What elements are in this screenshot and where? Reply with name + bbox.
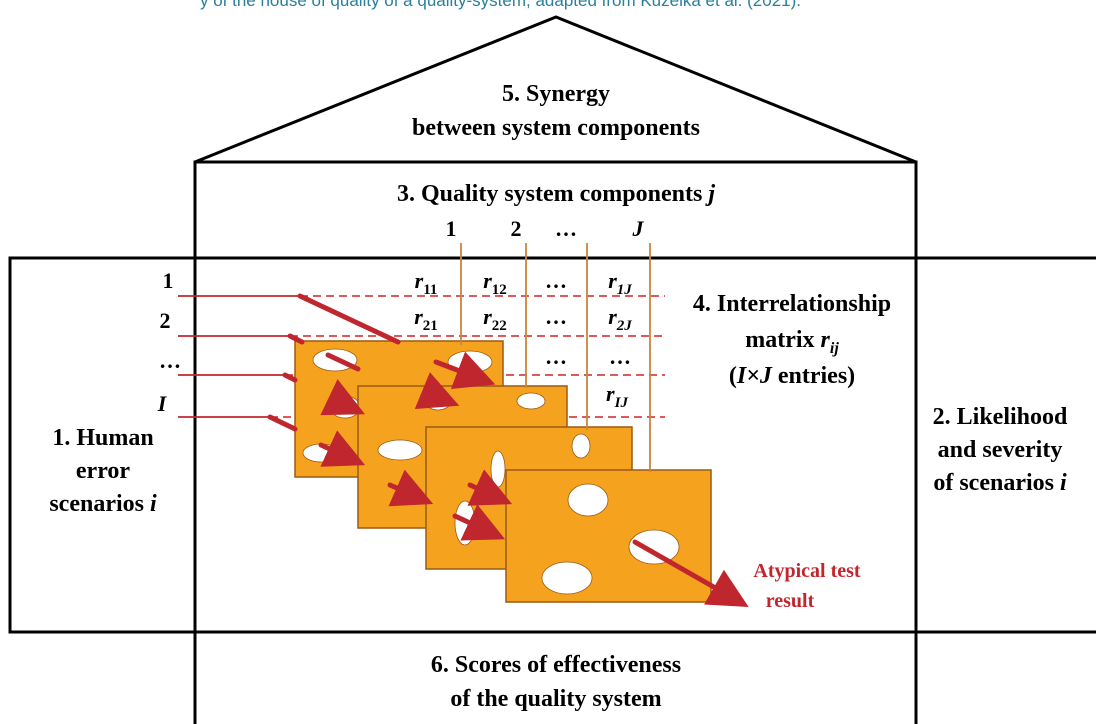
matrix-cell: r11 — [415, 268, 438, 298]
cheese-slices — [294, 340, 712, 603]
trajectory-arrow — [267, 414, 298, 432]
left-wing-line3: scenarios i — [49, 491, 157, 517]
error-trajectories — [267, 293, 749, 607]
row-label: 2 — [160, 308, 171, 333]
trajectory-arrow — [318, 430, 366, 467]
right-wing-line1: 2. Likelihood — [933, 404, 1068, 430]
trajectory-arrow — [387, 469, 434, 507]
atypical-result-label: Atypical test — [753, 560, 861, 582]
matrix-cell: r12 — [483, 268, 507, 298]
matrix-cell: … — [545, 304, 567, 329]
matrix-cell: … — [545, 344, 567, 369]
components-box — [193, 160, 918, 260]
trajectory-arrow — [414, 372, 460, 410]
trajectory-arrow — [287, 333, 305, 345]
basement-title: 6. Scores of effectiveness — [431, 652, 681, 678]
trajectory-arrow — [452, 504, 506, 541]
column-label: … — [555, 216, 577, 241]
matrix-entries: r11 r12 … r1J r21 r22 … r2J … … rIJ — [414, 268, 632, 411]
column-label: J — [632, 216, 645, 241]
interrelationship-entries: (I×J entries) — [729, 363, 855, 389]
trajectory-arrow — [433, 351, 496, 390]
trajectory-arrow — [467, 469, 513, 506]
row-connector-lines — [178, 295, 300, 418]
matrix-cell: … — [609, 344, 631, 369]
matrix-cell: … — [545, 268, 567, 293]
trajectory-arrow — [297, 293, 401, 345]
trajectory-arrow — [320, 379, 366, 416]
column-label: 2 — [511, 216, 522, 241]
row-label: 1 — [163, 268, 174, 293]
row-label: … — [159, 348, 181, 373]
interrelationship-matrix-label: matrix rij — [745, 327, 839, 357]
matrix-cell: r2J — [608, 304, 632, 334]
row-labels: 1 2 … I — [157, 268, 181, 416]
matrix-cell: r1J — [608, 268, 632, 298]
roof-title: 5. Synergy — [502, 81, 610, 107]
matrix-cell: r22 — [483, 304, 507, 334]
trajectory-arrow — [632, 539, 749, 607]
left-wing-line1: 1. Human — [52, 425, 153, 451]
right-wing-line2: and severity — [938, 437, 1063, 463]
column-label: 1 — [446, 216, 457, 241]
matrix-cell: rIJ — [606, 381, 628, 411]
roof-subtitle: between system components — [412, 115, 700, 141]
atypical-result-label-2: result — [766, 590, 815, 612]
left-wing-line2: error — [76, 458, 131, 484]
components-title: 3. Quality system components j — [397, 181, 715, 207]
trajectory-arrow — [282, 372, 298, 383]
right-wing-line3: of scenarios i — [933, 470, 1067, 496]
matrix-cell: r21 — [414, 304, 438, 334]
trajectory-arrow — [325, 352, 361, 372]
interrelationship-title: 4. Interrelationship — [693, 291, 891, 317]
middle-band — [8, 256, 1096, 634]
basement-subtitle: of the quality system — [450, 686, 661, 712]
row-label: I — [157, 391, 168, 416]
header-fragment: y of the house of quality of a quality-s… — [200, 0, 801, 10]
cheese-slice-4 — [505, 469, 712, 603]
column-lines — [460, 243, 651, 472]
column-labels: 1 2 … J — [446, 216, 645, 241]
